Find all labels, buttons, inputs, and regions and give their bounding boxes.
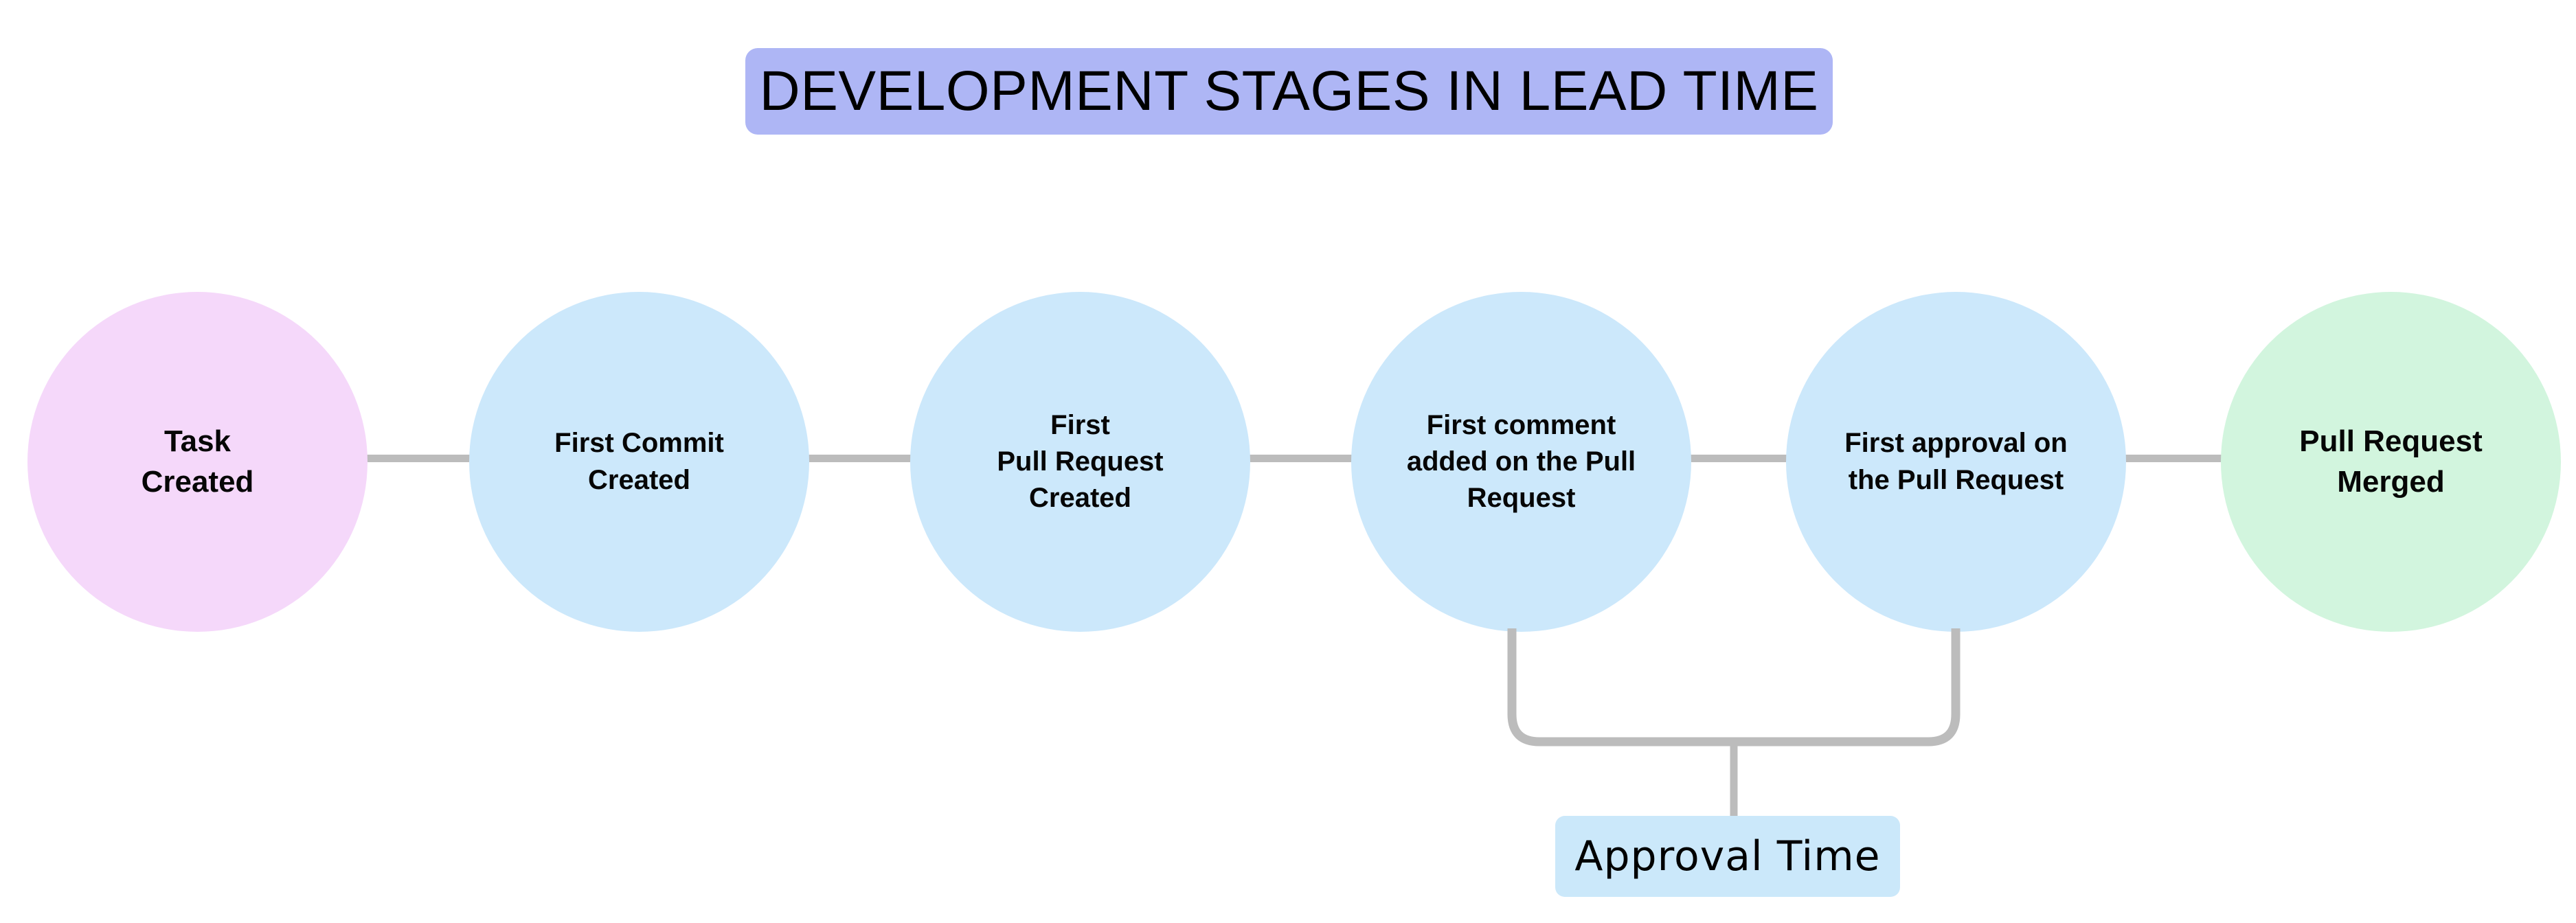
- stage-label: First approval on the Pull Request: [1844, 428, 2068, 495]
- connector-rail-5: [2121, 455, 2224, 462]
- stage-node-first-approval-on-pull-request[interactable]: First approval on the Pull Request: [1786, 292, 2126, 632]
- stage-label: First Pull Request Created: [997, 409, 1164, 514]
- stage-node-first-comment-on-pull-request[interactable]: First comment added on the Pull Request: [1351, 292, 1691, 632]
- stage-node-first-pull-request-created[interactable]: First Pull Request Created: [910, 292, 1250, 632]
- approval-time-chip[interactable]: Approval Time: [1555, 816, 1900, 897]
- stage-node-first-commit-created[interactable]: First Commit Created: [469, 292, 809, 632]
- connector-rail-1: [361, 455, 474, 462]
- stage-node-pull-request-merged[interactable]: Pull Request Merged: [2221, 292, 2561, 632]
- stage-label: First Commit Created: [554, 428, 724, 495]
- stage-label: Task Created: [141, 424, 254, 499]
- diagram-title-banner: DEVELOPMENT STAGES IN LEAD TIME: [745, 48, 1833, 135]
- stage-label: Pull Request Merged: [2299, 424, 2483, 499]
- connector-rail-2: [804, 455, 914, 462]
- stage-label: First comment added on the Pull Request: [1406, 409, 1636, 514]
- connector-rail-4: [1686, 455, 1789, 462]
- approval-time-label: Approval Time: [1574, 832, 1881, 880]
- stage-node-task-created[interactable]: Task Created: [27, 292, 368, 632]
- connector-rail-3: [1245, 455, 1355, 462]
- page-title: DEVELOPMENT STAGES IN LEAD TIME: [759, 60, 1819, 122]
